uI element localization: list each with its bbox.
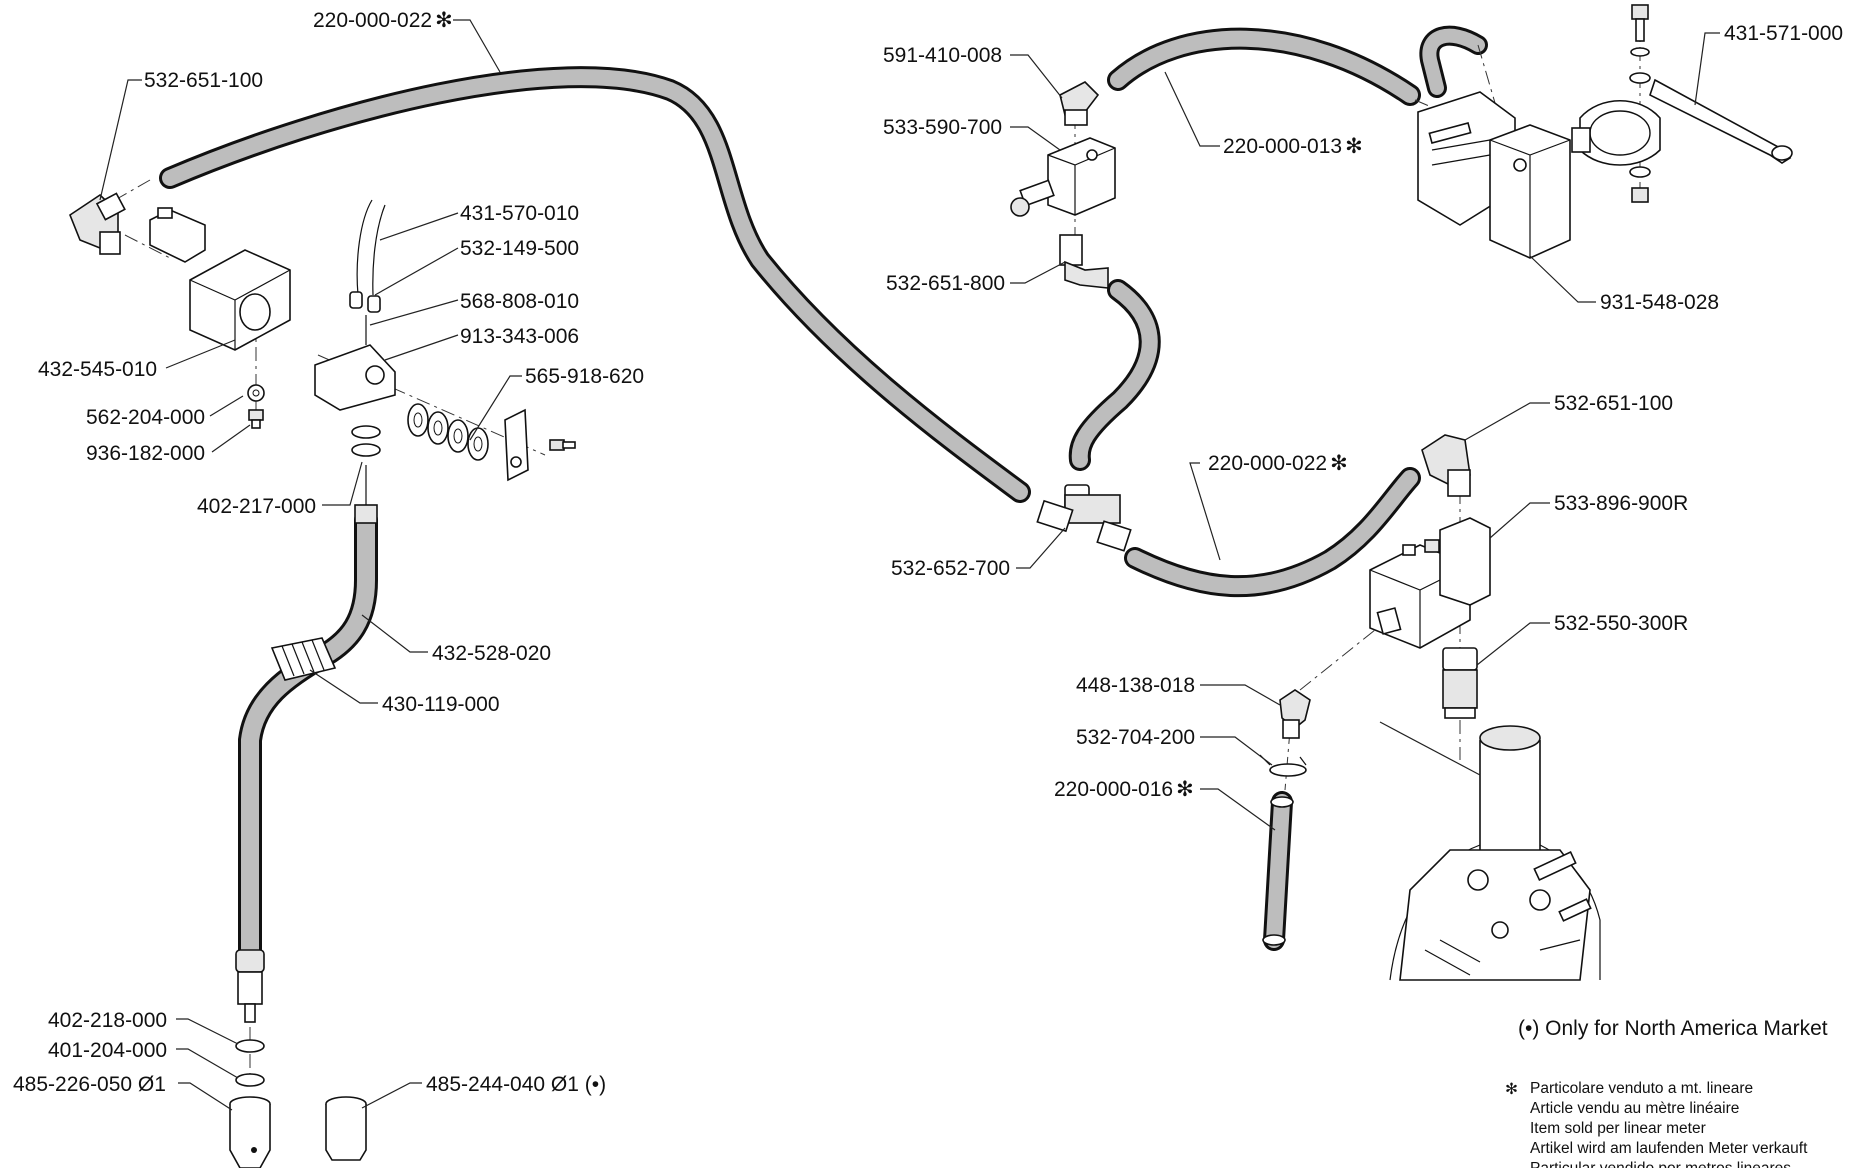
label-solenoid-valve: 533-896-900R (1554, 492, 1688, 515)
hose-mid-right (1124, 467, 1421, 598)
label-hose-upper-right: 220-000-013✻ (1223, 135, 1363, 158)
label-tee: 532-652-700 (891, 557, 1010, 580)
screw-top-right (1629, 4, 1651, 203)
label-tip-b: 485-244-040 Ø1 (•) (426, 1073, 606, 1096)
washer-stack (407, 403, 489, 461)
label-spring: 568-808-010 (460, 290, 579, 313)
wand-tube (238, 508, 378, 962)
label-elbow-mid: 532-651-800 (886, 272, 1005, 295)
small-screw (248, 409, 264, 429)
wand-nozzle (235, 949, 265, 1023)
label-elbow-right: 532-651-100 (1554, 392, 1673, 415)
label-valve-block: 533-590-700 (883, 116, 1002, 139)
elbow-right (1421, 434, 1471, 497)
legend-star: ✻ (1505, 1081, 1518, 1098)
tee-fitting (1036, 484, 1132, 552)
hose-mid-vertical (1068, 279, 1161, 471)
label-nipple: 532-550-300R (1554, 612, 1688, 635)
part-labels: 220-000-022✻ 532-651-100 431-570-010 532… (13, 9, 1843, 1096)
sensor-body (314, 315, 396, 411)
label-hose-short: 220-000-016✻ (1054, 778, 1194, 801)
label-hose-top: 220-000-022✻ (313, 9, 453, 32)
legend-line-1: Particolare venduto a mt. lineare (1530, 1080, 1753, 1097)
legend-line-5: Particular vendido por metros lineares (1530, 1160, 1791, 1168)
label-elbow-small: 448-138-018 (1076, 674, 1195, 697)
hose-long-top (159, 66, 1031, 503)
solenoid-valve (1369, 517, 1491, 649)
notes: (•) Only for North America Market ✻ Part… (1505, 1017, 1828, 1168)
label-hose-mid: 220-000-022✻ (1208, 452, 1348, 475)
hose-u-bend (1419, 25, 1488, 98)
grip-sleeve (270, 637, 337, 681)
pump-unit (1417, 91, 1571, 259)
label-wand: 432-528-020 (432, 642, 551, 665)
label-clamp: 532-704-200 (1076, 726, 1195, 749)
strap-tool (1649, 78, 1793, 164)
elbow-mid (1059, 234, 1109, 289)
o-rings-bottom (235, 1039, 265, 1087)
label-sensor-body: 913-343-006 (460, 325, 579, 348)
cable (356, 199, 386, 296)
hose-clamp (1259, 754, 1307, 777)
label-lock-washer: 562-204-000 (86, 406, 205, 429)
label-terminal: 532-149-500 (460, 237, 579, 260)
label-tip-a: 485-226-050 Ø1 (13, 1073, 166, 1096)
lock-washer (247, 384, 265, 402)
legend-line-3: Item sold per linear meter (1530, 1120, 1706, 1137)
tip-a (229, 1096, 271, 1168)
bracket-left (149, 207, 206, 263)
pump-motor (1379, 721, 1601, 981)
label-elbow-valve-top: 591-410-008 (883, 44, 1002, 67)
wand-connector-top (354, 465, 378, 524)
elbow-small (1279, 689, 1311, 739)
label-elbow-left: 532-651-100 (144, 69, 263, 92)
legend-line-2: Article vendu au mètre linéaire (1530, 1100, 1739, 1117)
label-bracket-block: 432-545-010 (38, 358, 157, 381)
elbow-fitting-left (69, 192, 126, 255)
hose-short (1262, 791, 1294, 951)
terminals (349, 291, 381, 313)
leader-lines (99, 19, 1720, 1111)
label-oring-top: 402-217-000 (197, 495, 316, 518)
valve-block (1010, 137, 1116, 217)
elbow-valve-top (1059, 81, 1100, 126)
label-oring-bottom: 402-218-000 (48, 1009, 167, 1032)
label-grip-sleeve: 430-119-000 (382, 693, 500, 716)
tip-b (325, 1096, 367, 1161)
label-screw-top-right: 431-571-000 (1724, 22, 1843, 45)
label-washers: 565-918-620 (525, 365, 644, 388)
hose-upper-right (1107, 27, 1421, 106)
legend-line-4: Artikel wird am laufenden Meter verkauft (1530, 1140, 1808, 1157)
bracket-small (504, 408, 576, 482)
label-oring-2: 401-204-000 (48, 1039, 167, 1062)
label-pump-unit: 931-548-028 (1600, 291, 1719, 314)
nipple-fitting (1442, 647, 1478, 719)
pipe-clamp (1571, 100, 1661, 166)
o-rings-top (351, 425, 381, 457)
label-small-screw: 936-182-000 (86, 442, 205, 465)
bracket-block (189, 249, 291, 351)
note-north-america: (•) Only for North America Market (1518, 1017, 1828, 1040)
label-cable: 431-570-010 (460, 202, 579, 225)
